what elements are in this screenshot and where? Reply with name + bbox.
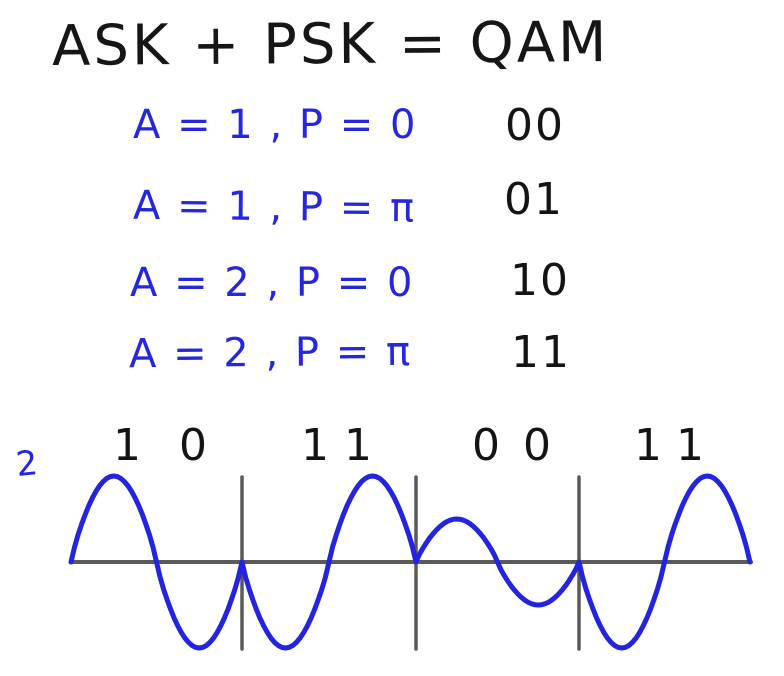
bit-label: 0	[179, 420, 207, 471]
bit-label: 1	[301, 420, 329, 471]
row-condition: A = 1 , P = 0	[133, 102, 418, 148]
row-bits: 10	[510, 255, 570, 306]
bit-label: 0	[523, 420, 551, 471]
row-condition: A = 2 , P = 0	[130, 260, 415, 306]
bit-label: 1	[113, 420, 141, 471]
bit-label: 1	[344, 420, 372, 471]
bit-label: 0	[472, 420, 500, 471]
bit-label: 1	[676, 420, 704, 471]
row-bits: 11	[511, 327, 571, 378]
row-bits: 00	[505, 100, 565, 151]
row-bits: 01	[504, 174, 564, 225]
signal-wave	[68, 473, 753, 651]
bit-label: 1	[634, 420, 662, 471]
